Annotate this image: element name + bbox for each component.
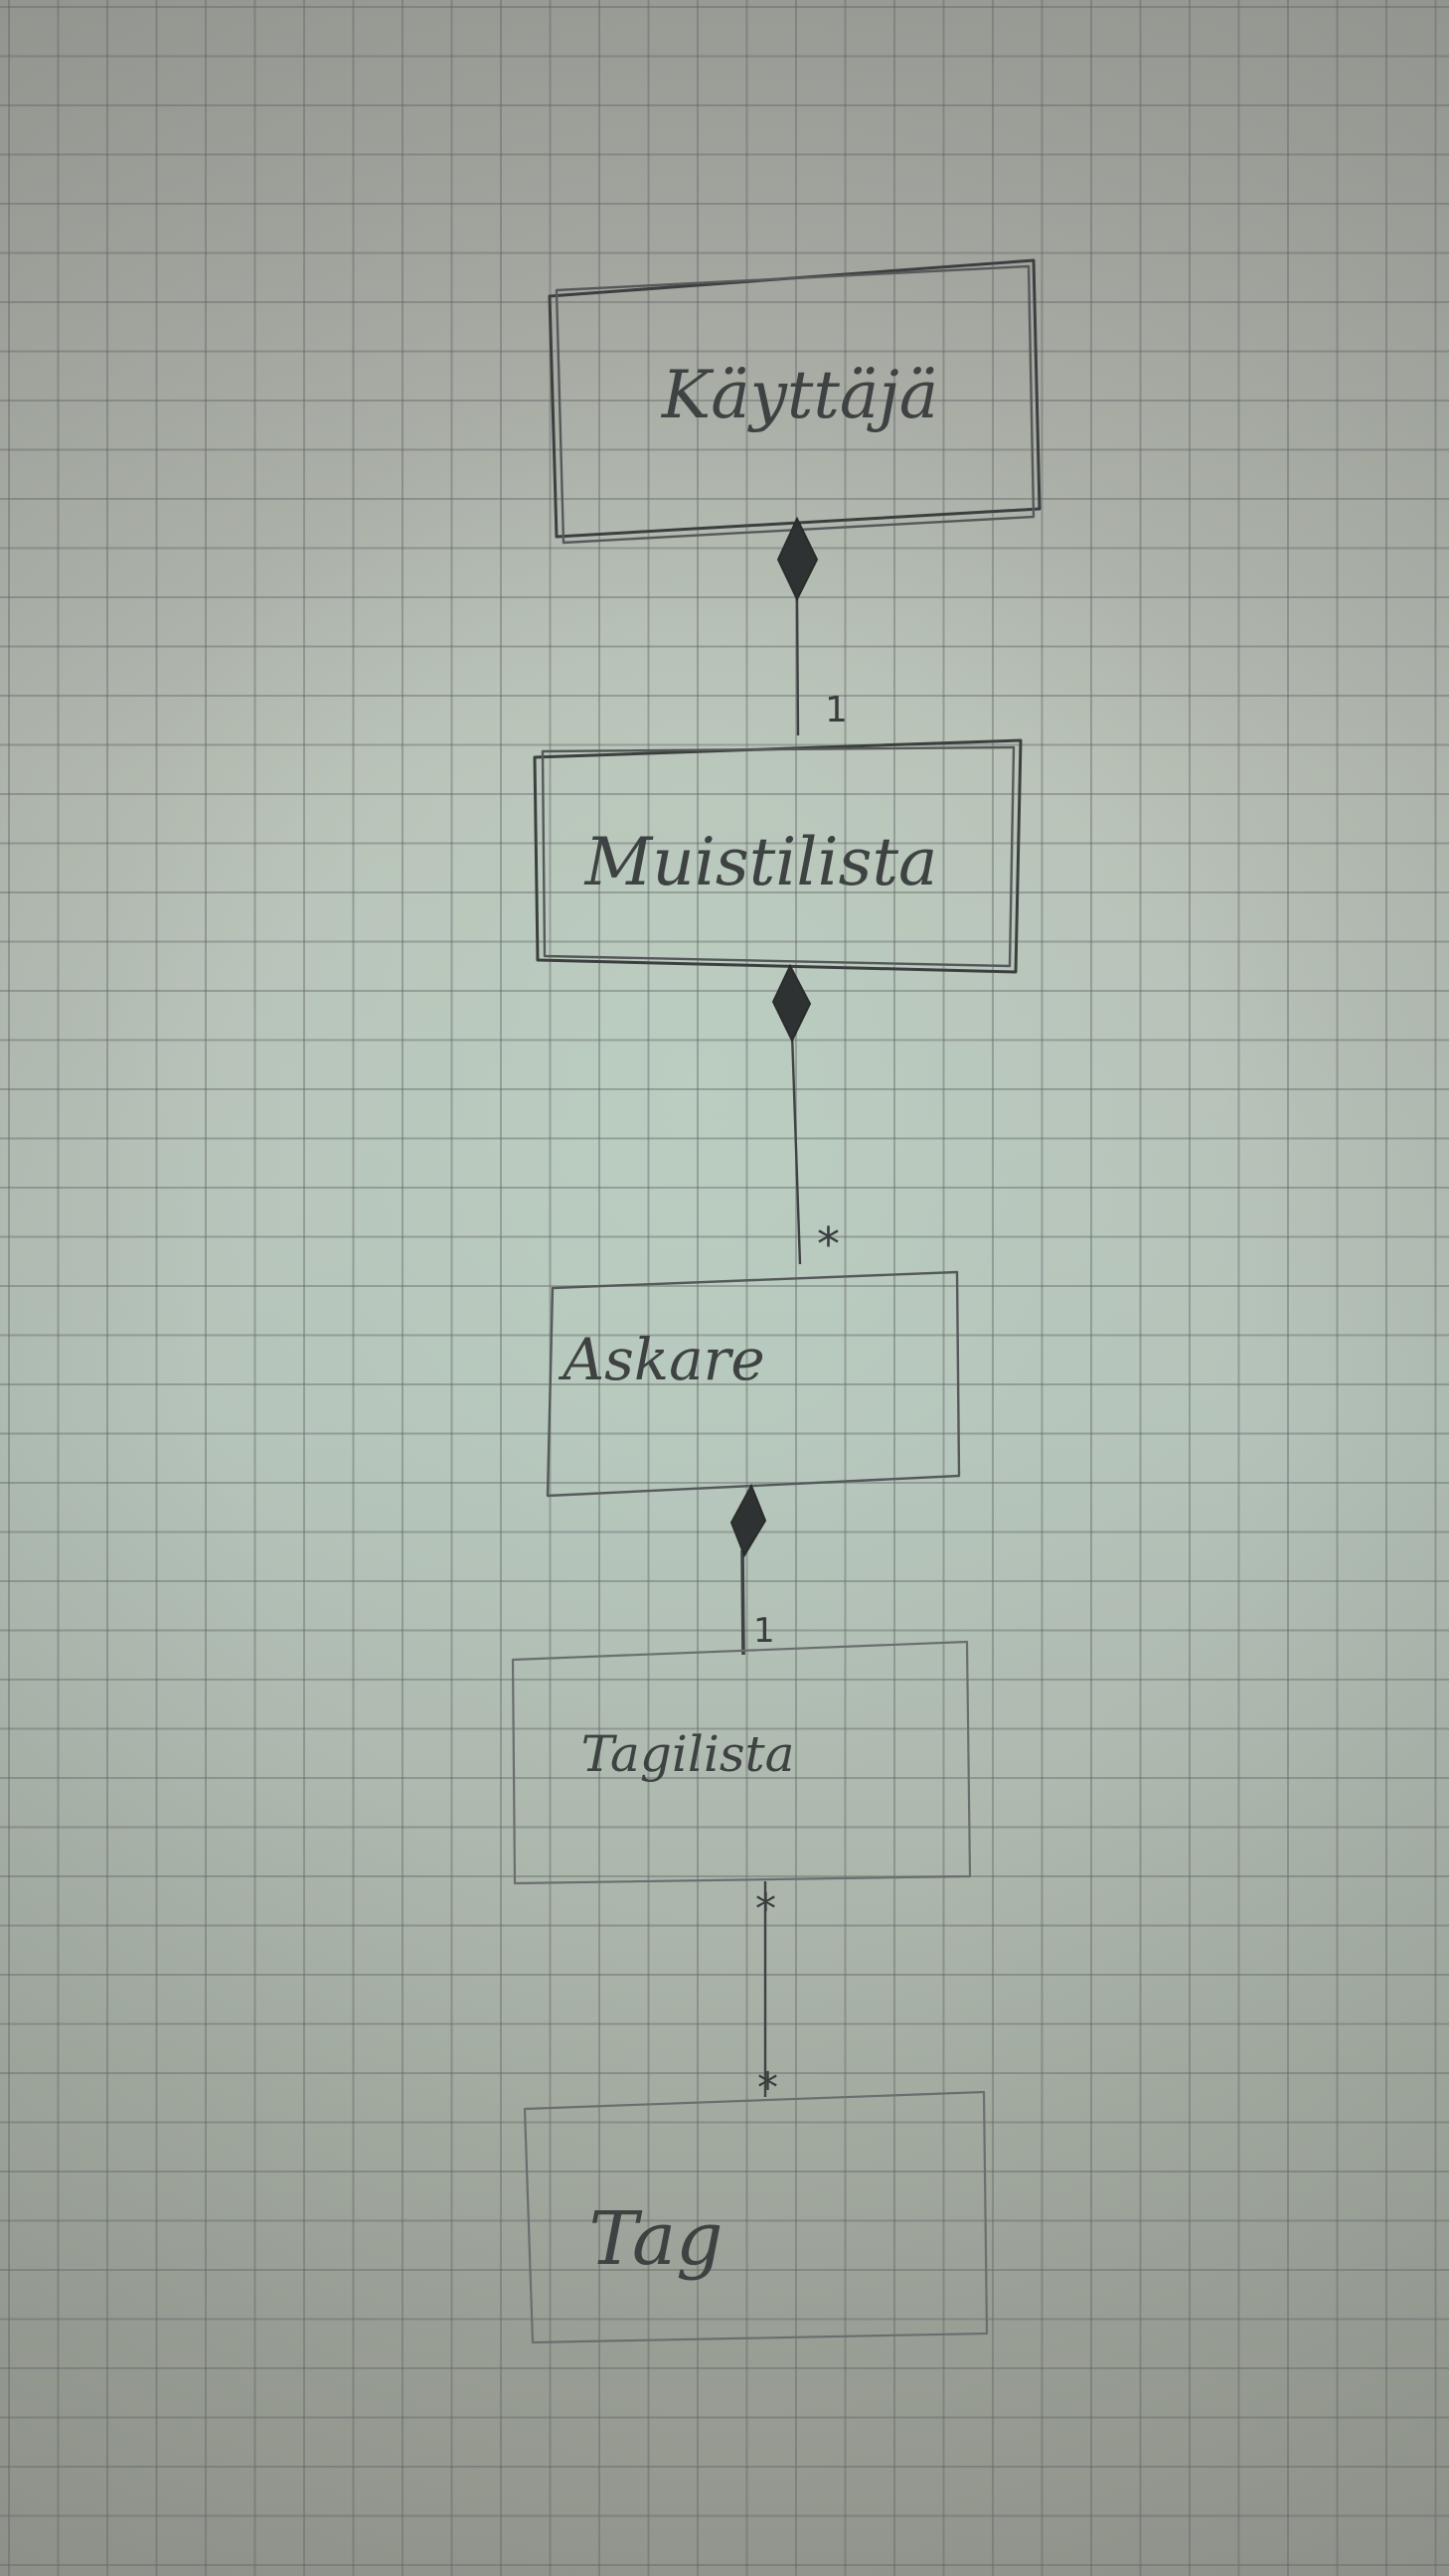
relation-muistilista-askare: *	[771, 963, 840, 1271]
relation-kayttaja-muistilista: 1	[776, 516, 848, 736]
composition-diamond-icon	[771, 963, 812, 1044]
class-label-tagilista: Tagilista	[581, 1725, 795, 1783]
multiplicity-label-part: *	[757, 2063, 778, 2112]
multiplicity-label: 1	[753, 1611, 775, 1651]
composition-diamond-icon	[776, 516, 819, 602]
class-muistilista: Muistilista	[533, 738, 1023, 974]
class-askare: Askare	[546, 1270, 961, 1498]
relation-tagilista-tag: * *	[755, 1881, 778, 2112]
multiplicity-label: *	[817, 1217, 840, 1271]
class-label-muistilista: Muistilista	[584, 824, 938, 900]
class-kayttaja: Käyttäjä	[548, 258, 1042, 545]
composition-diamond-icon	[729, 1483, 767, 1558]
relation-askare-tagilista: 1	[729, 1483, 775, 1656]
class-label-tag: Tag	[588, 2196, 723, 2282]
class-label-askare: Askare	[558, 1326, 764, 1393]
class-tagilista: Tagilista	[511, 1640, 972, 1885]
class-tag: Tag	[523, 2090, 989, 2344]
multiplicity-label: 1	[825, 690, 848, 730]
multiplicity-label-whole: *	[755, 1884, 776, 1933]
class-label-kayttaja: Käyttäjä	[661, 357, 938, 433]
